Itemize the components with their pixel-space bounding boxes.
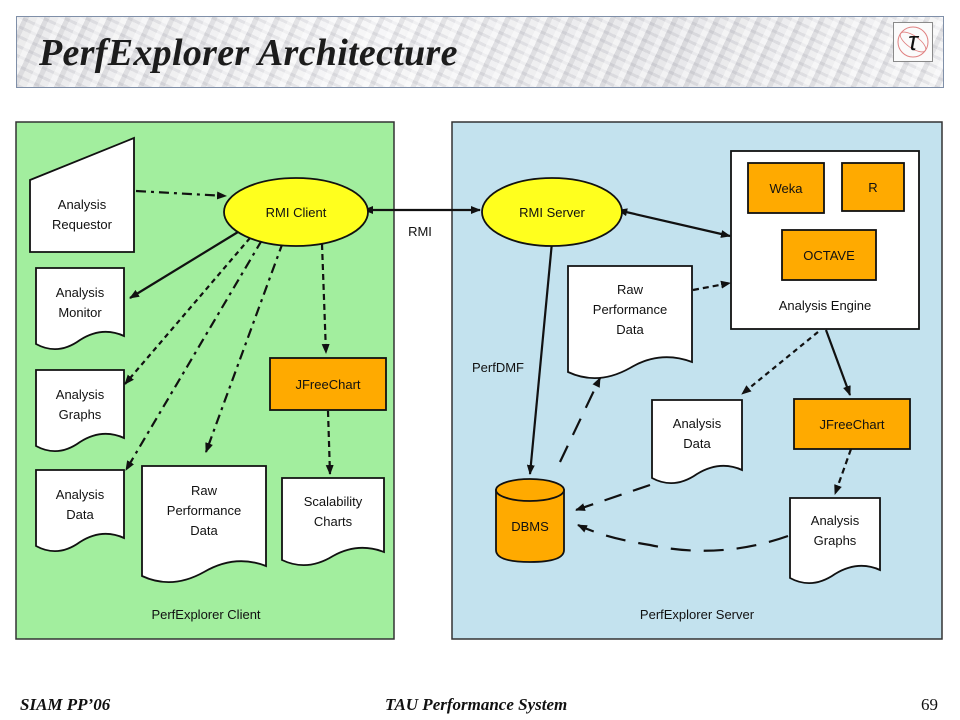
edge-rmiclient-to-data [125, 239, 263, 471]
octave-label: OCTAVE [803, 248, 855, 263]
dbms-label: DBMS [511, 519, 549, 534]
edge-requestor-to-rmiclient [135, 189, 227, 200]
sraw-line-1: Raw [617, 282, 644, 297]
rmi-link-label: RMI [408, 224, 432, 239]
tau-logo-icon: τ [893, 22, 933, 62]
cgr-line-2: Graphs [59, 407, 102, 422]
edge-engine-to-data [741, 331, 819, 395]
weka-box [747, 162, 825, 214]
perfdmf-label: PerfDMF [472, 360, 524, 375]
analysis-engine-label: Analysis Engine [779, 298, 872, 313]
sdt-line-2: Data [683, 436, 711, 451]
title-bar: PerfExplorer Architecture τ [16, 16, 944, 88]
sraw-line-2: Performance [593, 302, 667, 317]
edge-rmiserver-dbms [526, 233, 556, 475]
server-jfreechart-box [793, 398, 911, 450]
sgr-line-1: Analysis [811, 513, 860, 528]
octave-box [781, 229, 877, 281]
r-box [841, 162, 905, 212]
r-label: R [868, 180, 877, 195]
req-line-2: Requestor [52, 217, 113, 232]
sgr-line-2: Graphs [814, 533, 857, 548]
footer-conference: SIAM PP’06 [20, 695, 111, 714]
craw-line-1: Raw [191, 483, 218, 498]
sc-line-1: Scalability [304, 494, 363, 509]
edge-rmiclient-to-raw [204, 241, 285, 453]
rmi-client-label: RMI Client [266, 205, 327, 220]
page-number: 69 [921, 695, 938, 714]
mon-line-1: Analysis [56, 285, 105, 300]
req-line-1: Analysis [58, 197, 107, 212]
footer-system: TAU Performance System [385, 695, 568, 714]
weka-label: Weka [770, 181, 804, 196]
edge-rmiclient-to-monitor [129, 231, 239, 299]
edge-jfreechart-to-graphs [833, 448, 853, 495]
craw-line-3: Data [190, 523, 218, 538]
rmi-server-label: RMI Server [519, 205, 585, 220]
slide-title: PerfExplorer Architecture [39, 32, 458, 74]
edge-rmiserver-engine [617, 208, 731, 238]
cdt-line-2: Data [66, 507, 94, 522]
edge-data-to-dbms [575, 483, 651, 512]
client-jfreechart-label: JFreeChart [295, 377, 360, 392]
edge-graphs-to-dbms [577, 524, 789, 552]
dbms-cylinder [495, 478, 565, 563]
connections [124, 189, 853, 552]
edge-raw-to-engine [692, 280, 731, 292]
cdt-line-1: Analysis [56, 487, 105, 502]
server-panel-label: PerfExplorer Server [640, 607, 755, 622]
client-jfreechart-box [269, 357, 387, 411]
cgr-line-1: Analysis [56, 387, 105, 402]
edge-jfreechart-to-scalability [325, 410, 334, 475]
edge-engine-to-jfreechart [824, 329, 852, 396]
sdt-line-1: Analysis [673, 416, 722, 431]
tau-glyph: τ [908, 26, 920, 56]
rmi-server-node [481, 177, 623, 247]
edge-rmiclient-to-jfreechart [320, 243, 330, 354]
sraw-line-3: Data [616, 322, 644, 337]
mon-line-2: Monitor [58, 305, 102, 320]
server-jfreechart-label: JFreeChart [819, 417, 884, 432]
edge-dbms-to-raw [559, 377, 601, 463]
sc-line-2: Charts [314, 514, 353, 529]
craw-line-2: Performance [167, 503, 241, 518]
client-panel-label: PerfExplorer Client [151, 607, 260, 622]
rmi-client-node [223, 177, 369, 247]
